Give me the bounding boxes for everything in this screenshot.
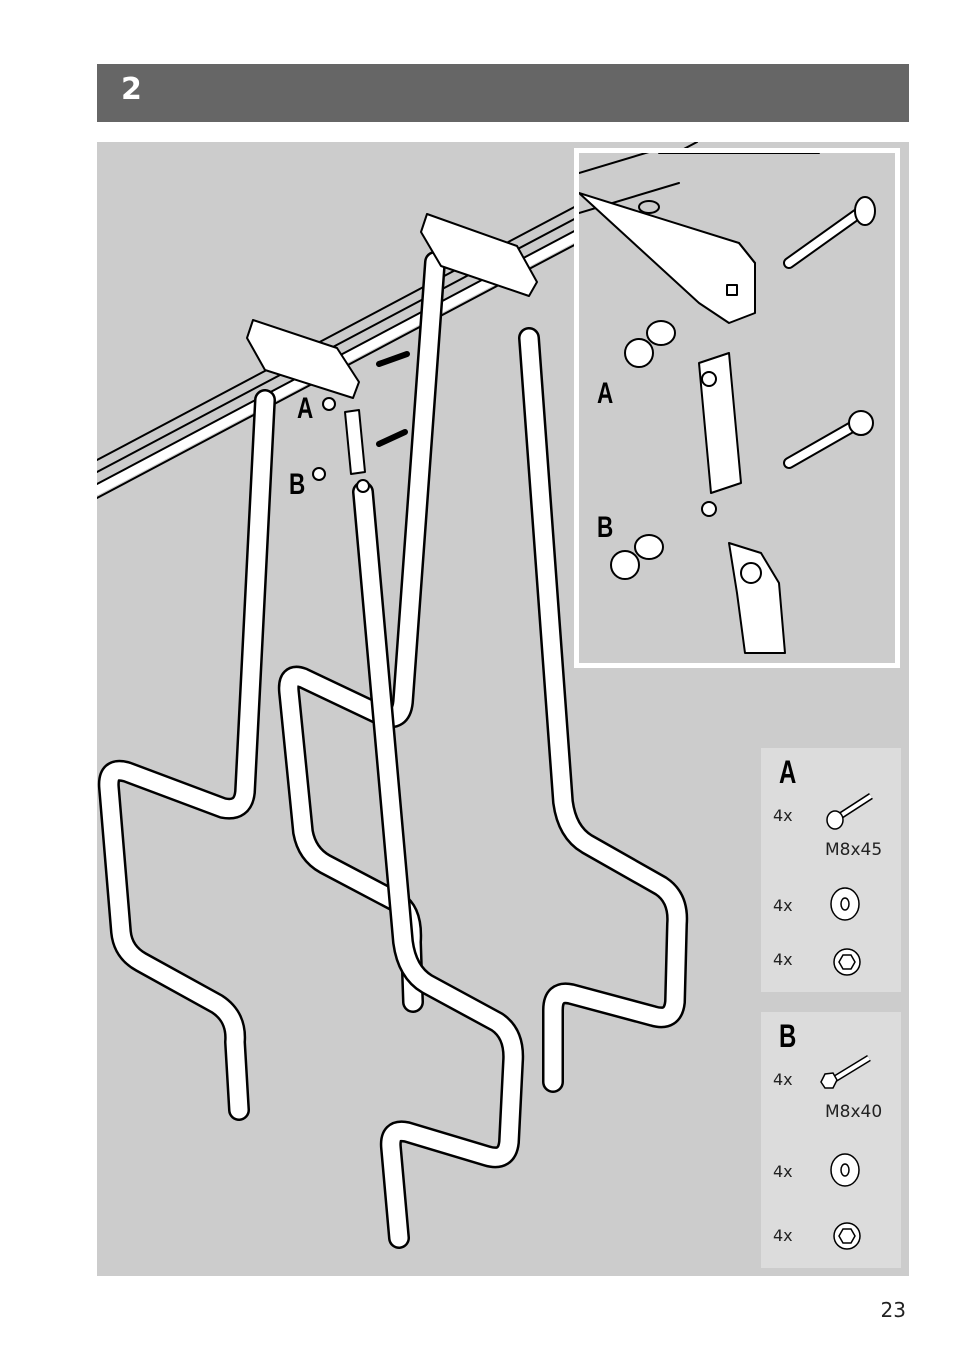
parts-letter-a: A [779, 754, 796, 791]
detail-drawing [579, 153, 895, 663]
step-number: 2 [121, 72, 142, 107]
detail-inset: A B [574, 148, 900, 668]
part-qty: 4x [773, 950, 793, 969]
part-size: M8x40 [825, 1102, 882, 1122]
part-qty: 4x [773, 1226, 793, 1245]
part-qty: 4x [773, 1070, 793, 1089]
part-qty: 4x [773, 896, 793, 915]
carriage-bolt-icon [825, 790, 875, 830]
hex-bolt-icon [817, 1050, 873, 1094]
callout-a: A [297, 392, 313, 426]
callout-b: B [289, 468, 305, 502]
part-qty: 4x [773, 806, 793, 825]
part-size: M8x45 [825, 840, 882, 860]
parts-letter-b: B [779, 1018, 796, 1055]
cap-nut-icon [829, 1218, 865, 1254]
detail-callout-b: B [597, 511, 613, 545]
parts-box-a: A 4x M8x45 4x 4x [761, 748, 901, 992]
washer-icon [825, 884, 865, 924]
assembly-illustration: A B [97, 142, 909, 1276]
page-number: 23 [881, 1298, 906, 1322]
parts-box-b: B 4x M8x40 4x 4x [761, 1012, 901, 1268]
cap-nut-icon [829, 944, 865, 980]
detail-callout-a: A [597, 377, 613, 411]
step-header: 2 [97, 64, 909, 122]
part-qty: 4x [773, 1162, 793, 1181]
washer-icon [825, 1150, 865, 1190]
